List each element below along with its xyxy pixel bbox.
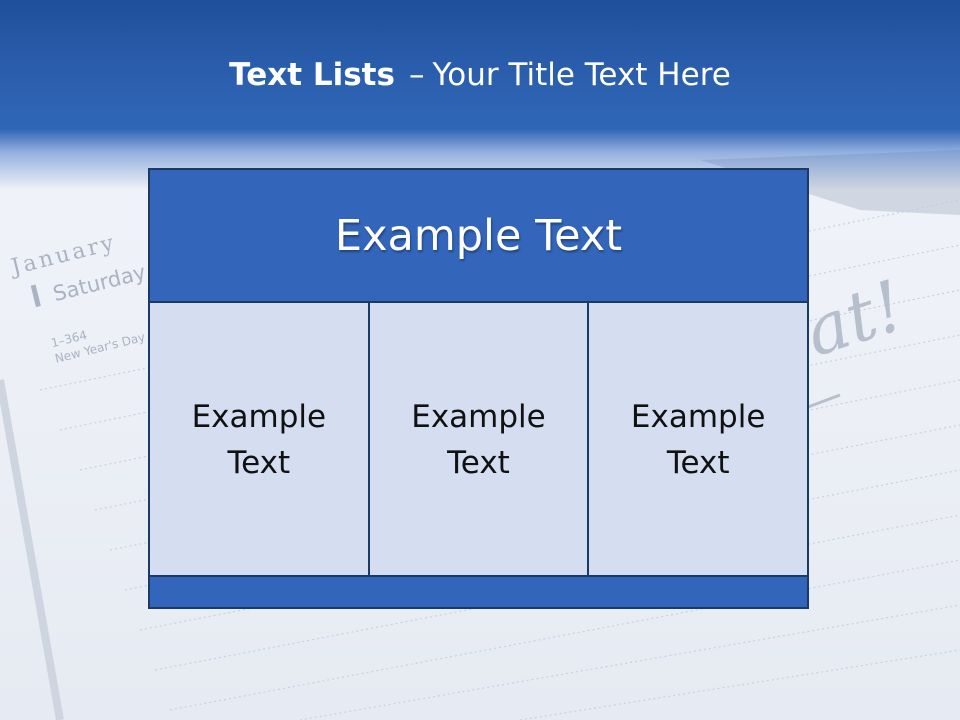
title-band (0, 0, 960, 190)
table-cell-text: Example Text (191, 399, 327, 481)
title-dash: – (408, 57, 425, 93)
calendar-labels: January Saturday 1–364 New Year's Day (7, 230, 148, 366)
text-list-table: Example Text Example Text Example Text E… (148, 168, 809, 609)
page-edge (0, 379, 64, 720)
slide-title: Text Lists–Your Title Text Here (0, 52, 960, 98)
handwriting-text: at! (795, 264, 914, 372)
table-header-text: Example Text (334, 210, 623, 261)
title-rest-text: Your Title Text Here (432, 57, 731, 93)
table-cells: Example Text Example Text Example Text (150, 303, 808, 577)
table-cell-1: Example Text (150, 303, 368, 577)
title-bold-text: Text Lists (229, 57, 395, 93)
table-cell-text: Example Text (411, 399, 546, 481)
table-cell-3: Example Text (587, 303, 808, 577)
day-marker (30, 284, 41, 308)
table-footer-bar (150, 575, 807, 607)
table-cell-text: Example Text (630, 399, 766, 481)
table-header: Example Text (150, 170, 807, 303)
table-cell-2: Example Text (367, 303, 588, 577)
